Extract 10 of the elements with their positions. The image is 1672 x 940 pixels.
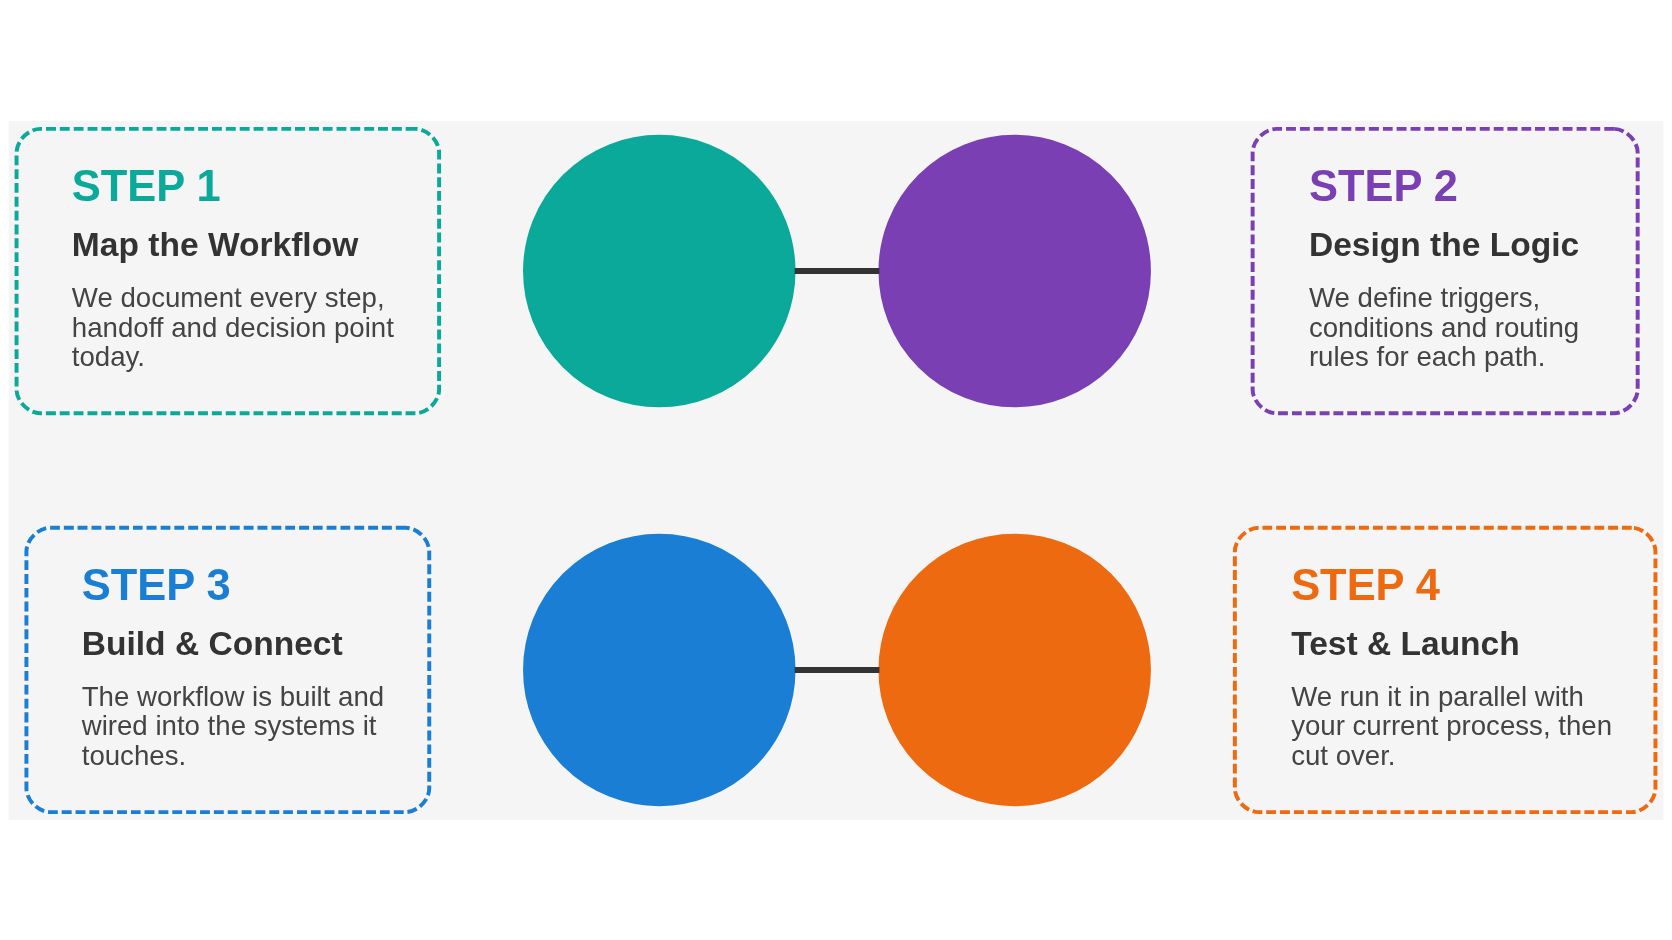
node-box: STEP 2 Design the Logic We define triggers, conditions and routing rules for each path. bbox=[1250, 126, 1640, 415]
connector bbox=[794, 267, 880, 274]
node-box: STEP 1 Map the Workflow We document every step, handoff and decision point today. bbox=[14, 126, 442, 415]
node-circle bbox=[523, 134, 796, 407]
node-box: STEP 4 Test & Launch We run it in parallel with your current process, then cut over. bbox=[1232, 525, 1658, 814]
node-circle bbox=[878, 134, 1151, 407]
node-circle bbox=[523, 533, 796, 806]
connector bbox=[794, 666, 880, 673]
node-box: STEP 3 Build & Connect The workflow is built and wired into the systems it touches. bbox=[24, 525, 432, 814]
node-circle bbox=[878, 533, 1151, 806]
